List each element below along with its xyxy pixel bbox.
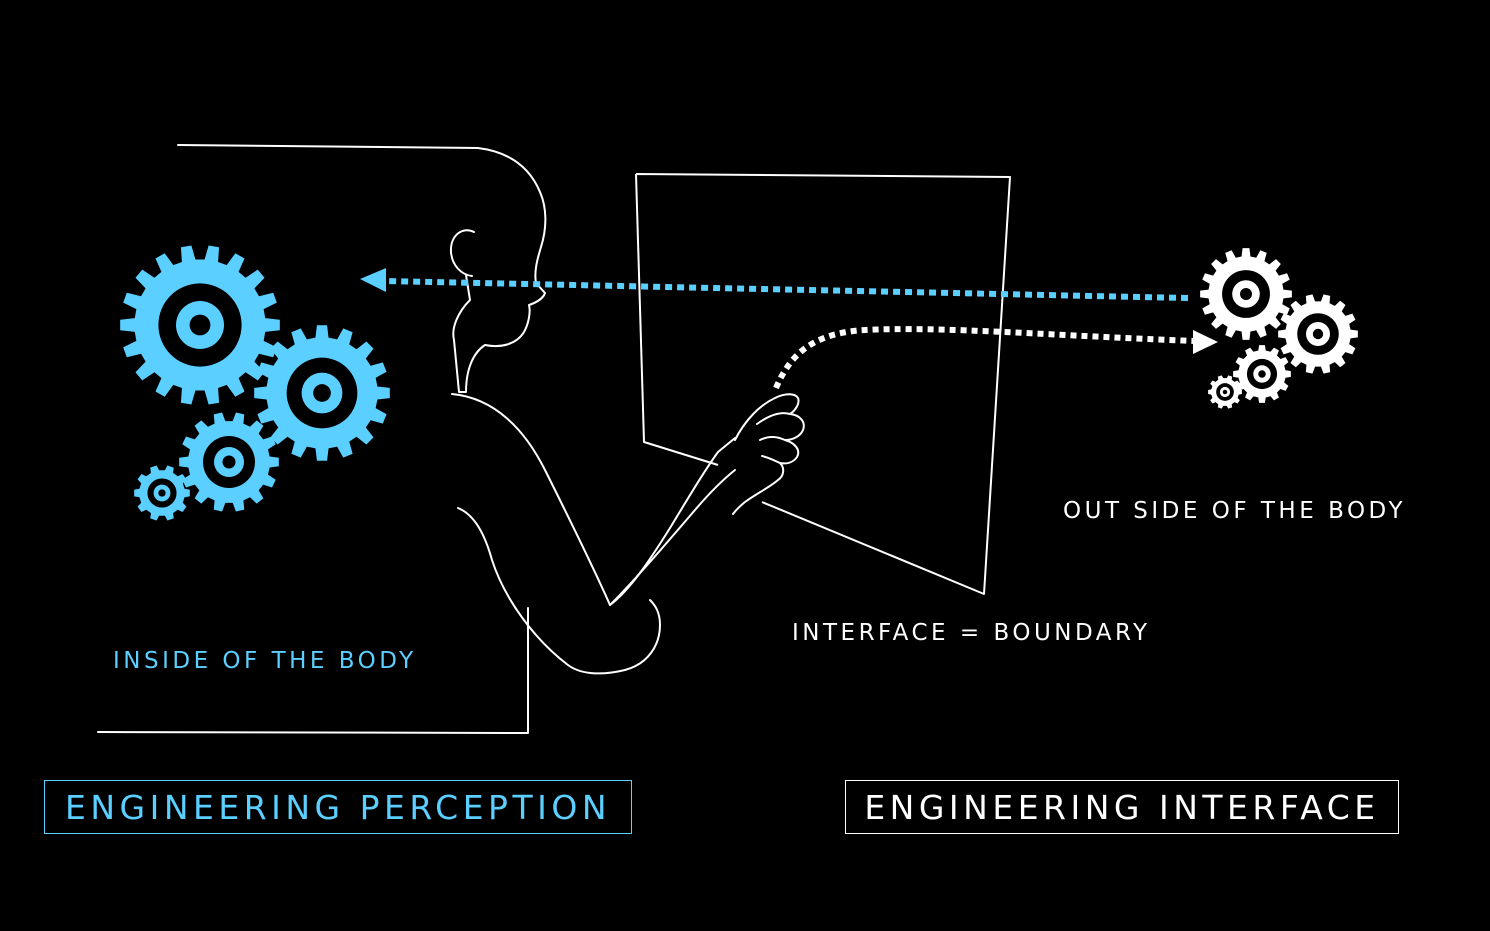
ear-outline [449, 229, 475, 277]
outside-body-label: OUT SIDE OF THE BODY [1063, 498, 1407, 524]
gear-axle [1222, 389, 1228, 395]
human-silhouette [97, 144, 805, 734]
arrow-left-icon [360, 268, 1189, 301]
gear-axle [1312, 328, 1324, 340]
interface-boundary-label: INTERFACE = BOUNDARY [792, 620, 1151, 646]
screen-panel [635, 173, 1011, 595]
finger-line-1 [756, 412, 791, 425]
gear-axle [1258, 370, 1266, 378]
blue-gear-cluster [120, 245, 390, 521]
inside-body-label: INSIDE OF THE BODY [113, 648, 417, 674]
white-gear-cluster [1200, 248, 1358, 409]
head-outline [177, 144, 547, 393]
chest-outline [457, 507, 661, 675]
engineering-perception-title: ENGINEERING PERCEPTION [44, 780, 632, 834]
gear-axle [222, 455, 236, 469]
gear-axle [1240, 288, 1252, 300]
engineering-perception-text: ENGINEERING PERCEPTION [64, 787, 611, 827]
engineering-interface-title: ENGINEERING INTERFACE [845, 780, 1399, 834]
engineering-interface-text: ENGINEERING INTERFACE [864, 787, 1380, 827]
forearm-outline [609, 469, 736, 606]
back-outline [97, 607, 529, 734]
gear-axle [313, 384, 331, 402]
gear-axle [158, 489, 166, 497]
arrow-right-icon [773, 326, 1218, 390]
finger-line-2 [759, 436, 786, 441]
hand-outline [732, 393, 805, 515]
shoulder-arm-outline [451, 393, 736, 606]
finger-line-3 [761, 455, 781, 464]
gear-axle [189, 314, 211, 336]
